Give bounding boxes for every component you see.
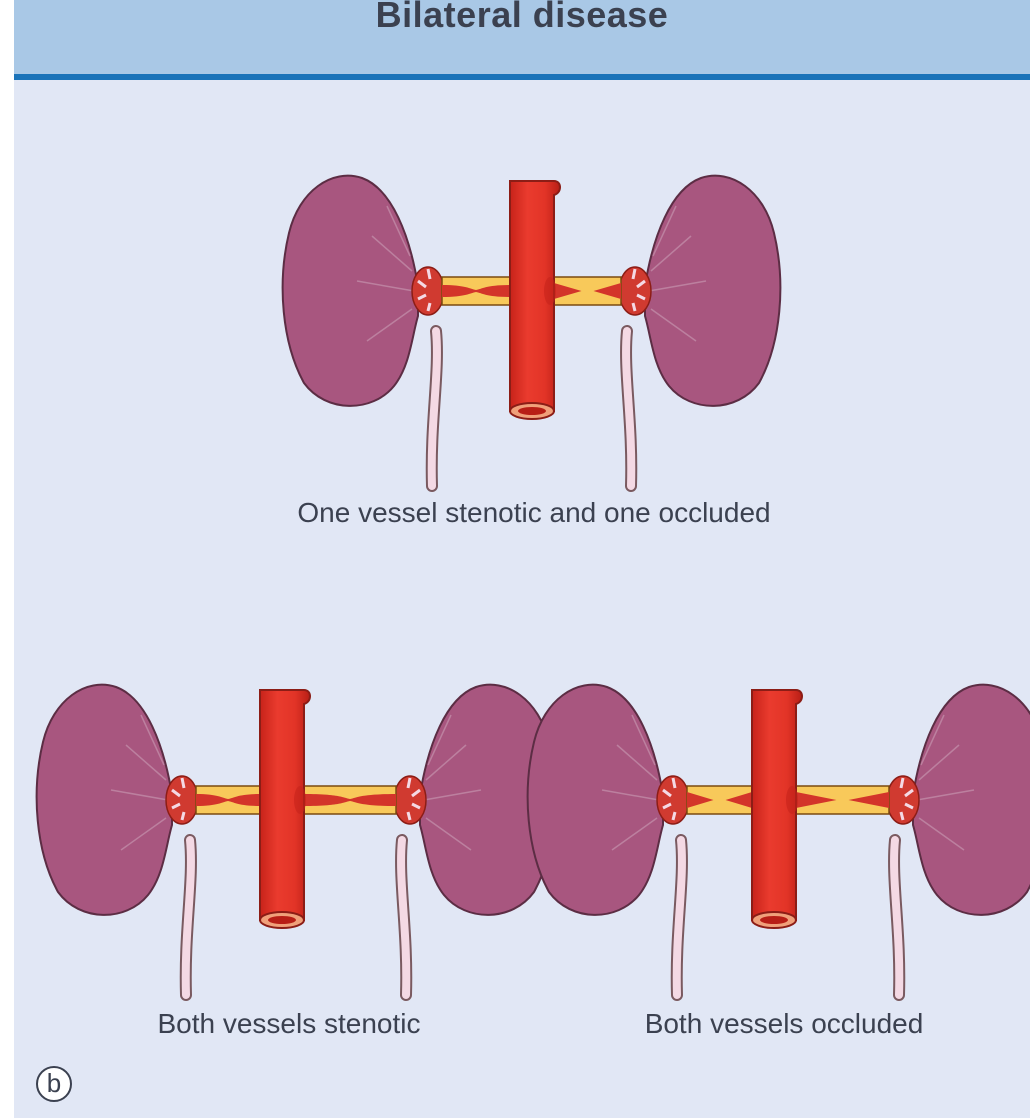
- aorta: [510, 181, 560, 419]
- left-kidney: [528, 685, 689, 915]
- kidney-pair-panel-1: [283, 176, 781, 486]
- figure: Bilateral disease One vessel stenotic an…: [14, 0, 1030, 1118]
- right-kidney: [619, 176, 780, 406]
- aorta: [752, 690, 802, 928]
- right-kidney: [887, 685, 1030, 915]
- left-kidney: [37, 685, 198, 915]
- left-renal-artery: [442, 277, 510, 305]
- kidney-pair-panel-3: [528, 685, 1030, 995]
- left-renal-artery: [196, 786, 260, 814]
- panel-label-b: b: [36, 1066, 72, 1102]
- kidney-illustrations: [14, 0, 1030, 1118]
- caption-bottom-right-panel: Both vessels occluded: [614, 1008, 954, 1040]
- aorta: [260, 690, 310, 928]
- left-kidney: [283, 176, 444, 406]
- kidney-pair-panel-2: [37, 685, 556, 995]
- left-renal-artery: [687, 786, 752, 814]
- right-renal-artery: [554, 277, 621, 305]
- caption-bottom-left-panel: Both vessels stenotic: [124, 1008, 454, 1040]
- right-renal-artery: [304, 786, 396, 814]
- caption-top-panel: One vessel stenotic and one occluded: [14, 497, 1030, 529]
- right-renal-artery: [796, 786, 889, 814]
